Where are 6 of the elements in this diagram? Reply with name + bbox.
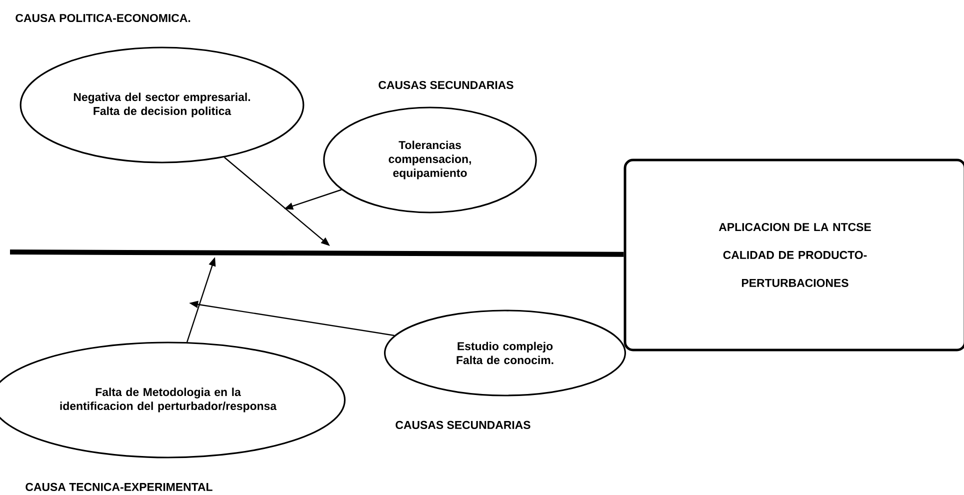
category-label: CAUSAS SECUNDARIAS [396,420,530,430]
category-label: CAUSA POLITICA-ECONOMICA. [16,14,190,22]
category-label: CAUSAS SECUNDARIAS [378,80,514,90]
effect-box: APLICACION DE LA NTCSE CALIDAD DE PRODUCTO- PERTURBACIONES [624,158,964,352]
category-label: CAUSA TECNICA-EXPERIMENTAL [26,482,212,492]
spine-line [10,250,624,257]
